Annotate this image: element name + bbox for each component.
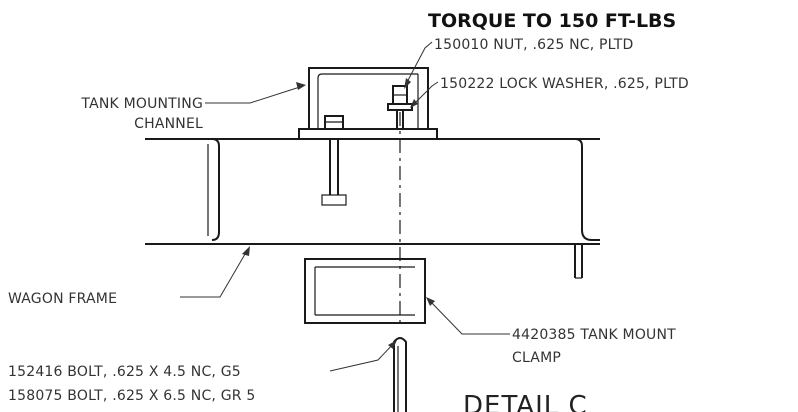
clamp-label-line1: 4420385 TANK MOUNT [512,327,676,343]
channel-label-line1: TANK MOUNTING [80,96,203,112]
clamp-label-line2: CLAMP [512,350,561,366]
wagon-frame [145,138,600,279]
wagon-frame-label: WAGON FRAME [8,291,117,307]
left-bolt [321,115,347,206]
channel-label-line2: CHANNEL [134,116,203,132]
long-bolt [393,337,407,412]
torque-note: TORQUE TO 150 FT-LBS [428,10,676,32]
tank-mounting-channel [298,67,438,140]
bolt-label-2: 158075 BOLT, .625 X 6.5 NC, GR 5 [8,388,255,404]
bolt-label-1: 152416 BOLT, .625 X 4.5 NC, G5 [8,364,241,380]
nut-label: 150010 NUT, .625 NC, PLTD [434,37,633,53]
leader-lines [180,41,510,372]
tank-mount-clamp [304,258,426,324]
detail-title: DETAIL C [463,391,588,412]
lock-washer-label: 150222 LOCK WASHER, .625, PLTD [440,76,689,92]
